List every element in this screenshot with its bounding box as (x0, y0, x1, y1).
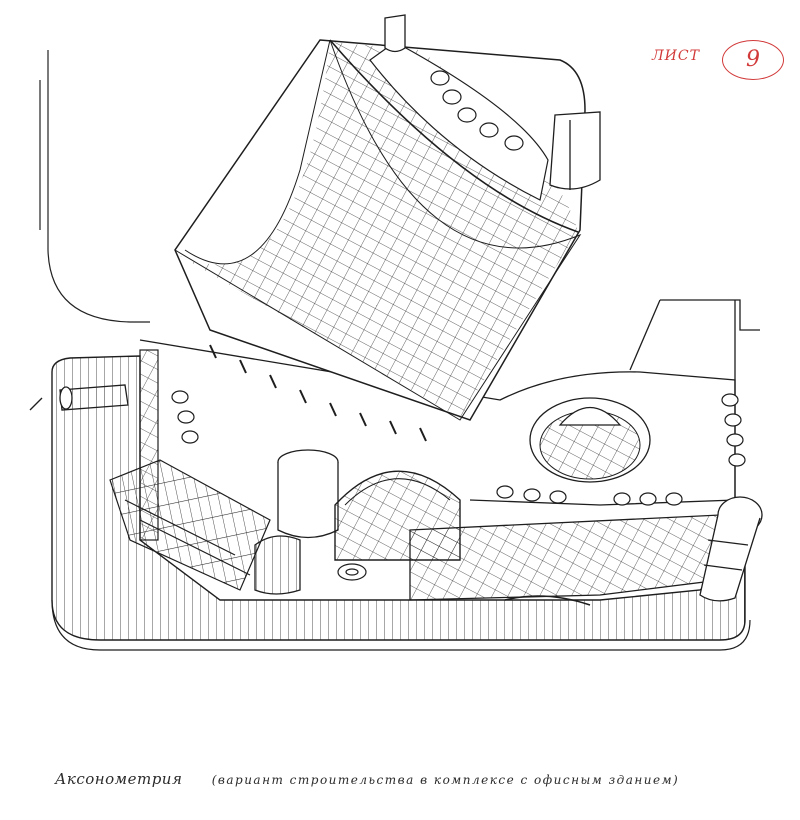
drawing-caption: Аксонометрия (вариант строительства в ко… (55, 770, 775, 788)
caption-subtitle: (вариант строительства в комплексе с офи… (211, 773, 680, 787)
glazed-column-left (139, 349, 159, 541)
front-facade (409, 514, 721, 606)
plaza-fountain (337, 563, 367, 581)
corner-cylinder-left (29, 384, 129, 411)
roof-cylinder-left (384, 14, 406, 53)
podium-base (51, 355, 751, 651)
dome (529, 397, 651, 483)
roof-portholes (430, 70, 524, 151)
left-tower-outline (39, 50, 150, 323)
entrance-cylinder (254, 449, 339, 595)
sheet-number: 9 (722, 40, 784, 80)
corner-cylinder-right (699, 496, 763, 602)
podium-portholes (171, 390, 746, 506)
podium-roof (139, 299, 760, 506)
roof-cylinder-right (549, 111, 601, 190)
sheet-label: ЛИСТ (652, 48, 700, 64)
tower-base-teeth (209, 344, 427, 442)
caption-title: Аксонометрия (55, 770, 183, 788)
office-tower (174, 39, 586, 421)
